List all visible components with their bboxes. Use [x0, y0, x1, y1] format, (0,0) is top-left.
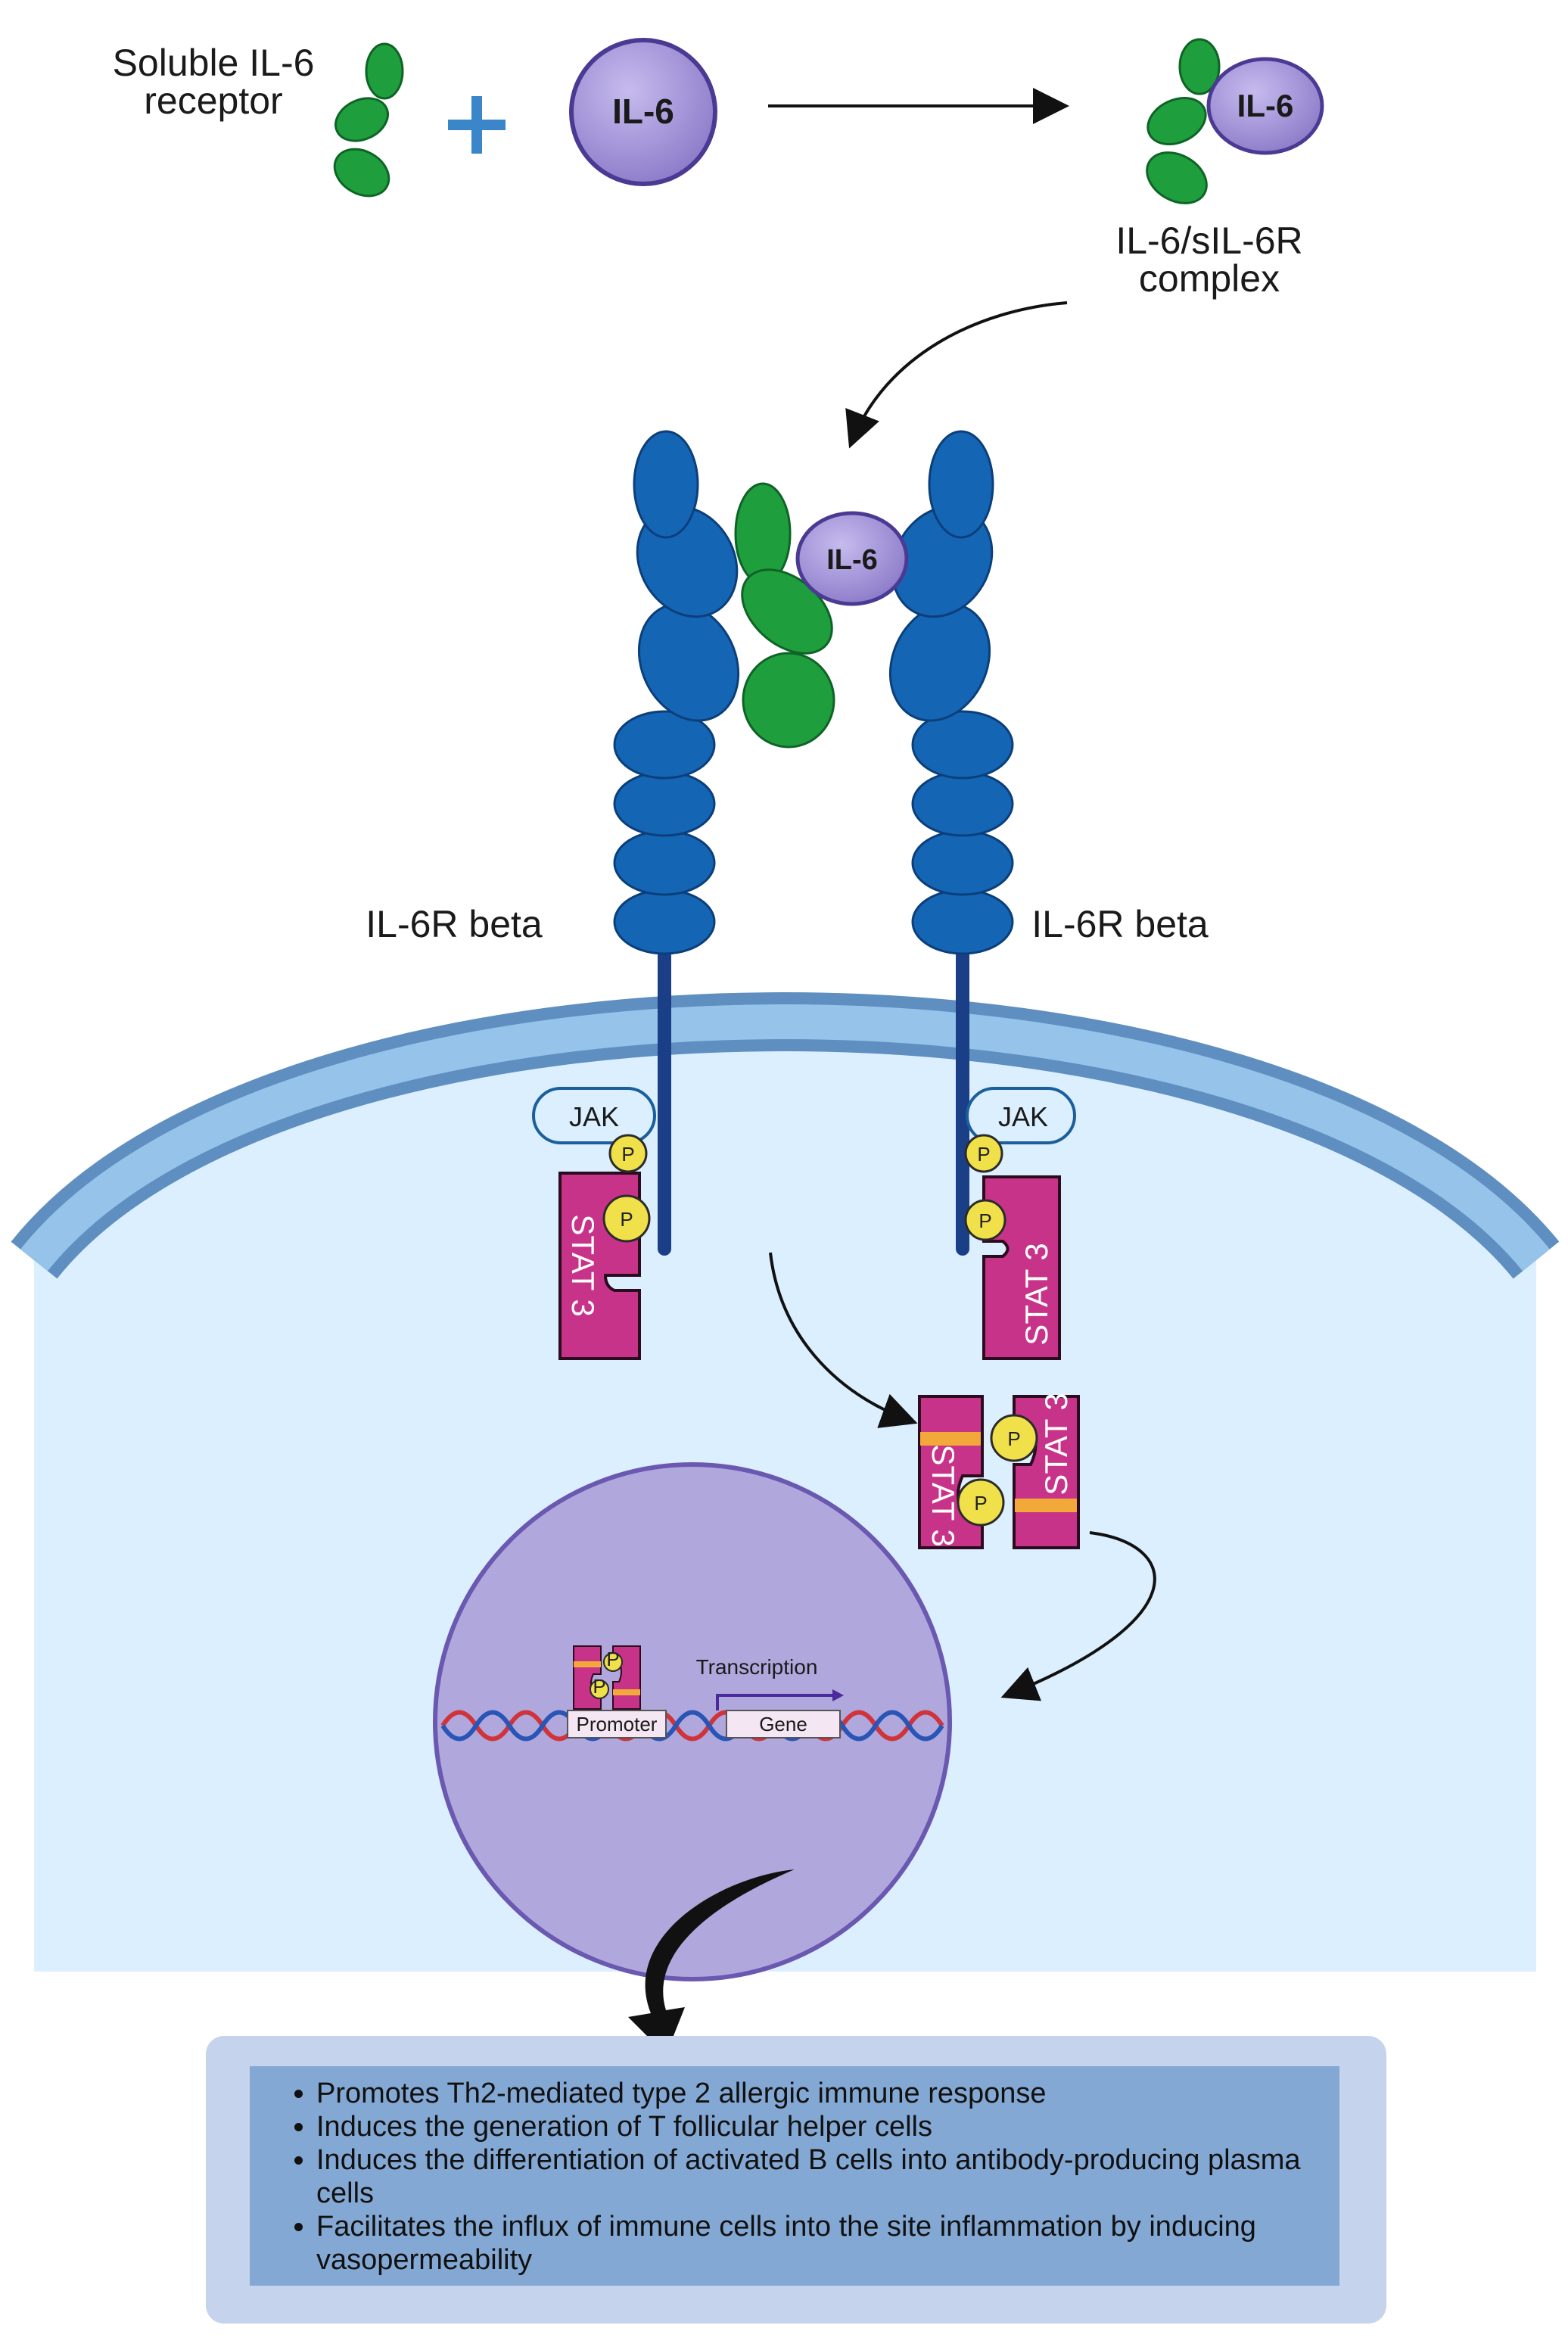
il6-ligand: IL-6	[569, 38, 717, 186]
transcription-arrow	[716, 1694, 832, 1710]
phospho-dimer-1	[990, 1414, 1038, 1462]
jak-stat-left: JAK STAT 3 P P	[532, 1087, 656, 1360]
effect-item: Facilitates the influx of immune cells i…	[316, 2210, 1309, 2277]
complex-label-2: complex	[1139, 257, 1280, 300]
il6r-beta-left	[613, 430, 740, 1256]
effects-list: Promotes Th2-mediated type 2 allergic im…	[280, 2077, 1309, 2277]
phospho-right-2-label: P	[978, 1209, 991, 1232]
complex-il6-label: IL-6	[1237, 88, 1294, 123]
promoter-box	[567, 1710, 667, 1738]
stat3-dimer-on-dna: P P	[573, 1645, 641, 1710]
jak-stat-right: JAK STAT 3 P P	[964, 1087, 1076, 1360]
transcription-arrowhead	[832, 1689, 844, 1701]
gene-label: Gene	[759, 1713, 807, 1735]
cell-membrane	[20, 1004, 1550, 1272]
effect-item: Induces the differentiation of activated…	[316, 2143, 1309, 2210]
soluble-receptor-label-2: receptor	[144, 79, 282, 122]
jak-right-label: JAK	[998, 1101, 1048, 1132]
phospho-dna-2-label: P	[593, 1675, 605, 1698]
phospho-right-1	[964, 1134, 1003, 1173]
plus-icon	[448, 96, 506, 154]
jak-right	[966, 1087, 1076, 1144]
stat3-left-label: STAT 3	[565, 1214, 601, 1316]
il6-label: IL-6	[612, 92, 674, 131]
arrow-to-dimer	[769, 1252, 918, 1428]
effects-box: Promotes Th2-mediated type 2 allergic im…	[250, 2066, 1339, 2286]
soluble-receptor-label: Soluble IL-6	[113, 42, 315, 84]
il6-sil6r-complex: IL-6	[1146, 38, 1324, 204]
phospho-dna-1-label: P	[606, 1648, 619, 1670]
nucleus	[433, 1462, 952, 1981]
effect-item: Induces the generation of T follicular h…	[316, 2110, 1309, 2143]
stat3-dimer-left-label: STAT 3	[926, 1444, 961, 1546]
jak-left	[532, 1087, 656, 1144]
arrow-to-receptor	[845, 301, 1068, 449]
dna-helix	[440, 1710, 944, 1742]
effect-item: Promotes Th2-mediated type 2 allergic im…	[316, 2077, 1309, 2110]
phospho-left-1-label: P	[621, 1143, 634, 1166]
arrow-to-effects	[628, 1869, 795, 2055]
phospho-left-2	[602, 1194, 651, 1243]
phospho-left-1	[608, 1134, 648, 1173]
phospho-right-1-label: P	[977, 1143, 990, 1166]
promoter-label: Promoter	[577, 1713, 658, 1735]
stat3-dimer: STAT 3 STAT 3 P P	[918, 1393, 1080, 1549]
phospho-left-2-label: P	[620, 1208, 633, 1231]
soluble-il6-receptor	[333, 42, 404, 198]
stat3-dimer-right-label: STAT 3	[1038, 1393, 1074, 1495]
receptor-beta-label-right: IL-6R beta	[1031, 903, 1209, 945]
phospho-right-2	[964, 1199, 1006, 1241]
phospho-dimer-2-label: P	[974, 1492, 987, 1514]
receptor-beta-label-left: IL-6R beta	[366, 903, 543, 945]
transcription-label: Transcription	[696, 1655, 818, 1679]
bound-il6-complex: IL-6	[734, 482, 909, 749]
arrow-to-nucleus	[1000, 1531, 1156, 1701]
bound-il6-label: IL-6	[826, 544, 878, 576]
complex-label: IL-6/sIL-6R	[1115, 219, 1302, 262]
stat3-right-label: STAT 3	[1019, 1243, 1054, 1345]
jak-left-label: JAK	[569, 1101, 619, 1132]
phospho-dimer-2	[957, 1478, 1005, 1527]
phospho-dimer-1-label: P	[1007, 1427, 1020, 1450]
stat3-dimer-right-band	[1015, 1499, 1077, 1512]
gene-box	[726, 1710, 841, 1738]
il6r-beta-right	[888, 430, 1014, 1256]
stat3-dimer-left-band	[920, 1432, 981, 1446]
